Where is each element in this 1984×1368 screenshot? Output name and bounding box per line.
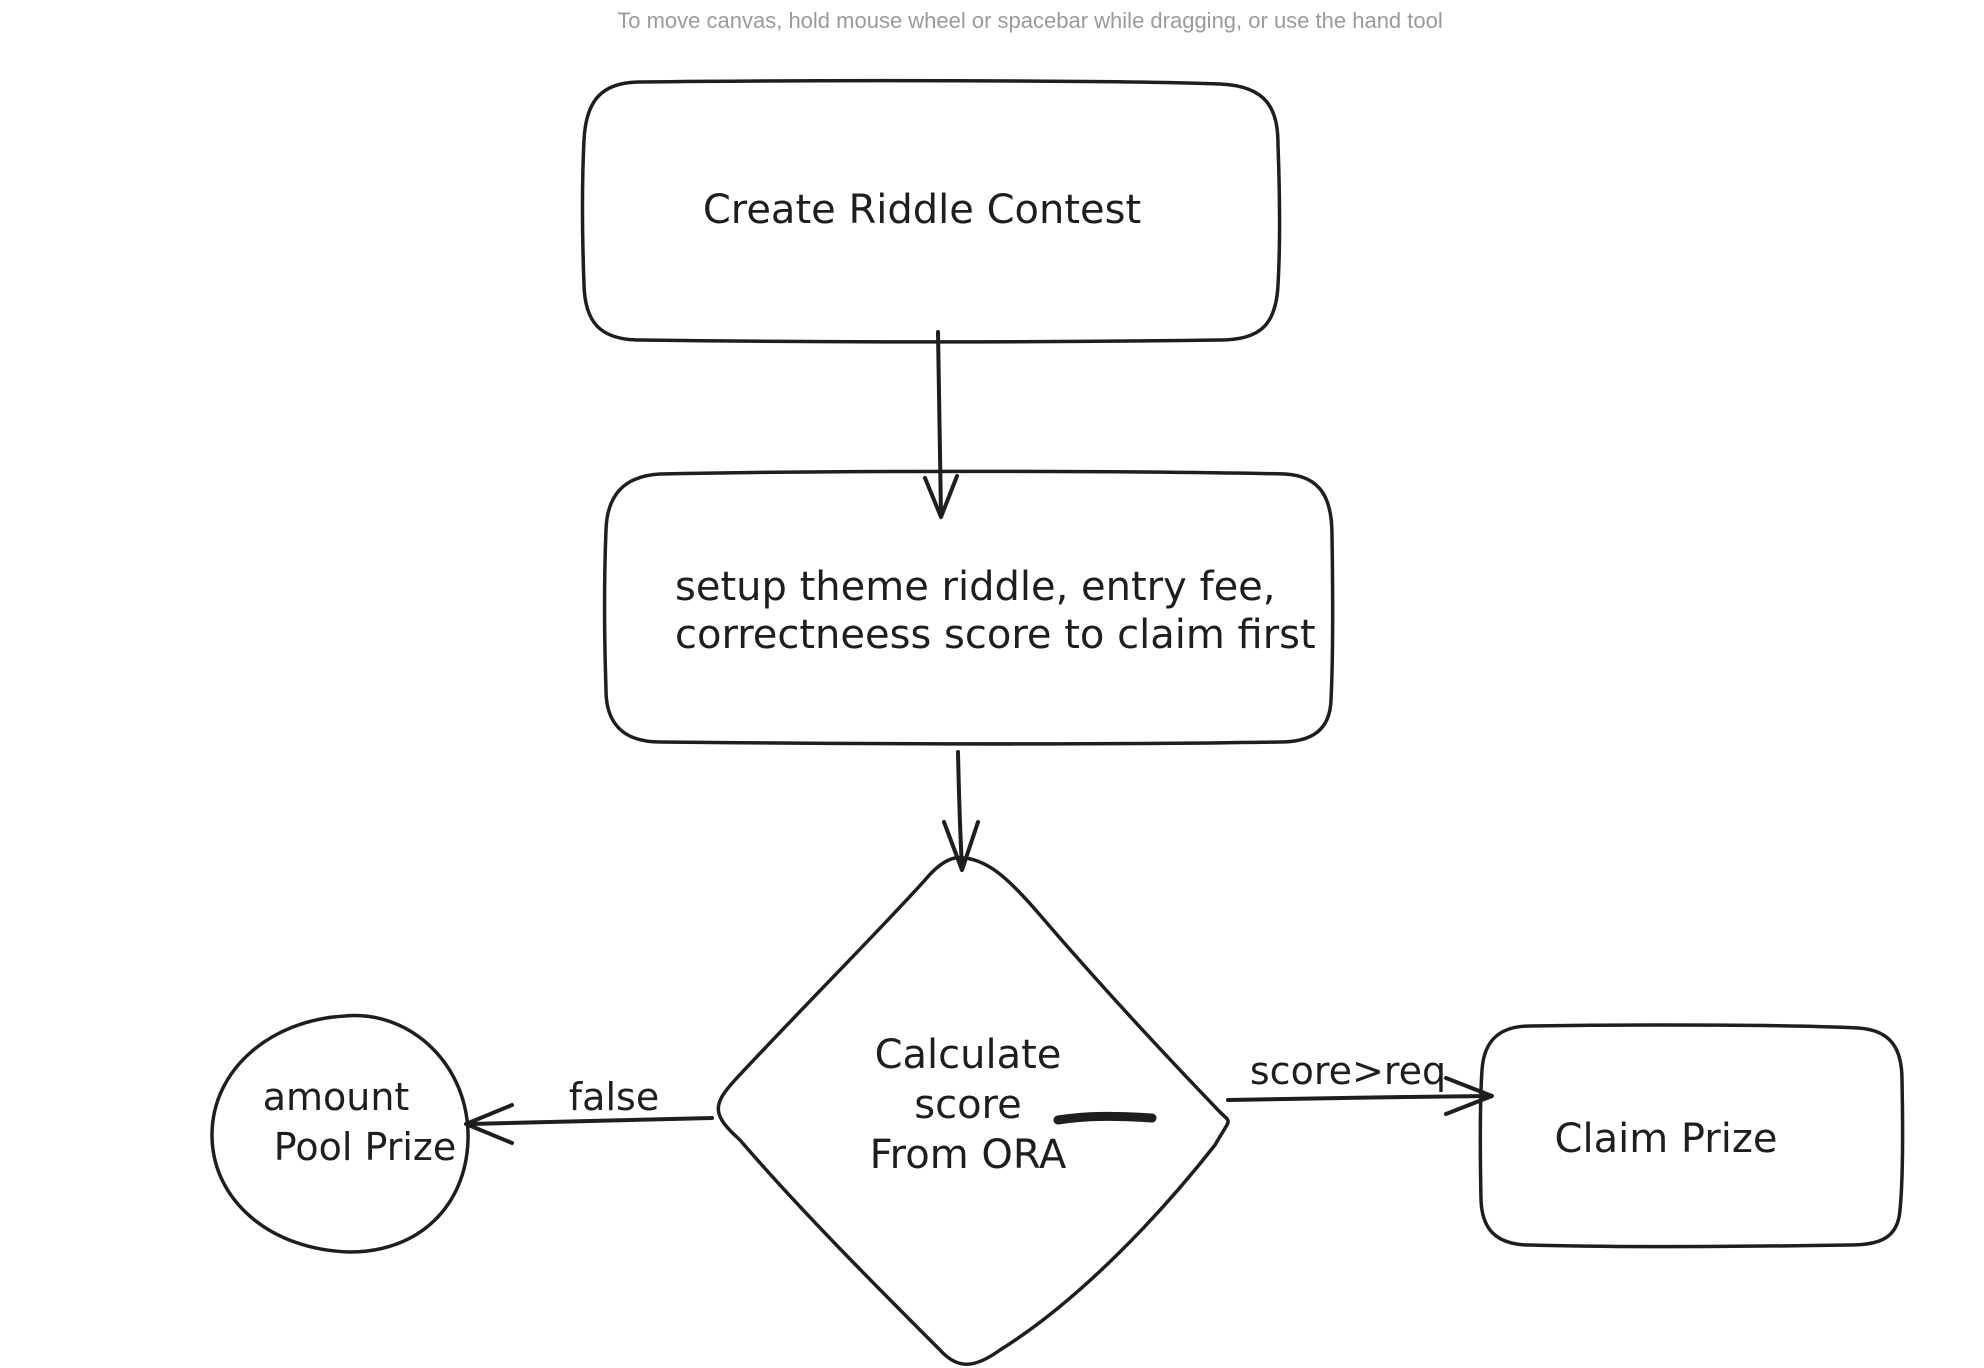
node-pool-prize[interactable]: amount Pool Prize (210, 1013, 470, 1254)
node-calculate-score-line1: Calculate (875, 1032, 1062, 1078)
node-claim-prize-shape (1478, 1023, 1905, 1249)
edge-calculate-to-claim-line (1226, 1094, 1492, 1102)
node-setup-line2: correctneess score to claim first (675, 612, 1316, 658)
node-calculate-score-line2: score (914, 1082, 1021, 1128)
edge-calculate-to-pool-line (468, 1116, 714, 1126)
node-setup-shape (602, 469, 1335, 746)
edge-calculate-to-claim-head (1444, 1076, 1494, 1116)
edge-calculate-to-pool[interactable]: false (464, 1075, 714, 1145)
edge-false-label: false (569, 1075, 659, 1119)
node-pool-prize-line1: amount (263, 1075, 410, 1119)
edge-create-to-setup-head (923, 474, 959, 519)
node-pool-prize-shape (210, 1013, 470, 1254)
edge-setup-to-calculate-head (942, 820, 980, 872)
node-calculate-score[interactable]: Calculate score From ORA (716, 856, 1230, 1366)
node-claim-prize-label: Claim Prize (1555, 1116, 1778, 1162)
edge-create-to-setup[interactable] (923, 330, 959, 519)
edge-setup-to-calculate-line (956, 750, 964, 870)
node-setup-line1: setup theme riddle, entry fee, (675, 564, 1276, 610)
node-setup[interactable]: setup theme riddle, entry fee, correctne… (602, 469, 1335, 746)
node-create-riddle-contest-label: Create Riddle Contest (703, 187, 1141, 233)
edge-calculate-to-claim[interactable]: score>req (1226, 1049, 1494, 1116)
node-create-riddle-contest-shape (580, 78, 1282, 344)
node-create-riddle-contest[interactable]: Create Riddle Contest (580, 78, 1282, 344)
edge-setup-to-calculate[interactable] (942, 750, 980, 872)
node-calculate-score-line3: From ORA (870, 1132, 1067, 1178)
node-calculate-score-stray-mark (1053, 1111, 1157, 1125)
canvas-hint: To move canvas, hold mouse wheel or spac… (617, 8, 1443, 33)
edge-create-to-setup-line (936, 330, 943, 517)
node-claim-prize[interactable]: Claim Prize (1478, 1023, 1905, 1249)
node-pool-prize-line2: Pool Prize (274, 1125, 456, 1169)
edge-score-label: score>req (1250, 1049, 1446, 1093)
node-calculate-score-shape (716, 856, 1230, 1366)
